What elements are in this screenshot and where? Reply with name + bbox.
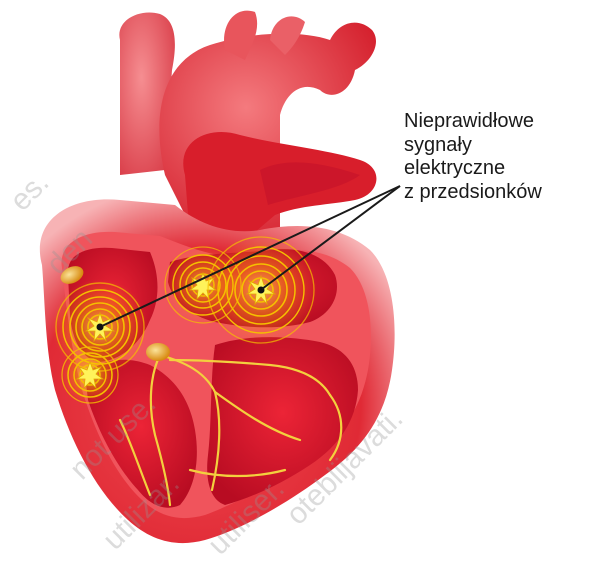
callout-label: Nieprawidłowe sygnały elektryczne z prze… bbox=[404, 110, 599, 204]
callout-line-3: elektryczne bbox=[404, 157, 599, 181]
av-node bbox=[146, 343, 170, 361]
callout-line-4: z przedsionków bbox=[404, 181, 599, 205]
signal-focus-2 bbox=[62, 347, 118, 403]
callout-line-2: sygnały bbox=[404, 134, 599, 158]
callout-line-1: Nieprawidłowe bbox=[404, 110, 599, 134]
